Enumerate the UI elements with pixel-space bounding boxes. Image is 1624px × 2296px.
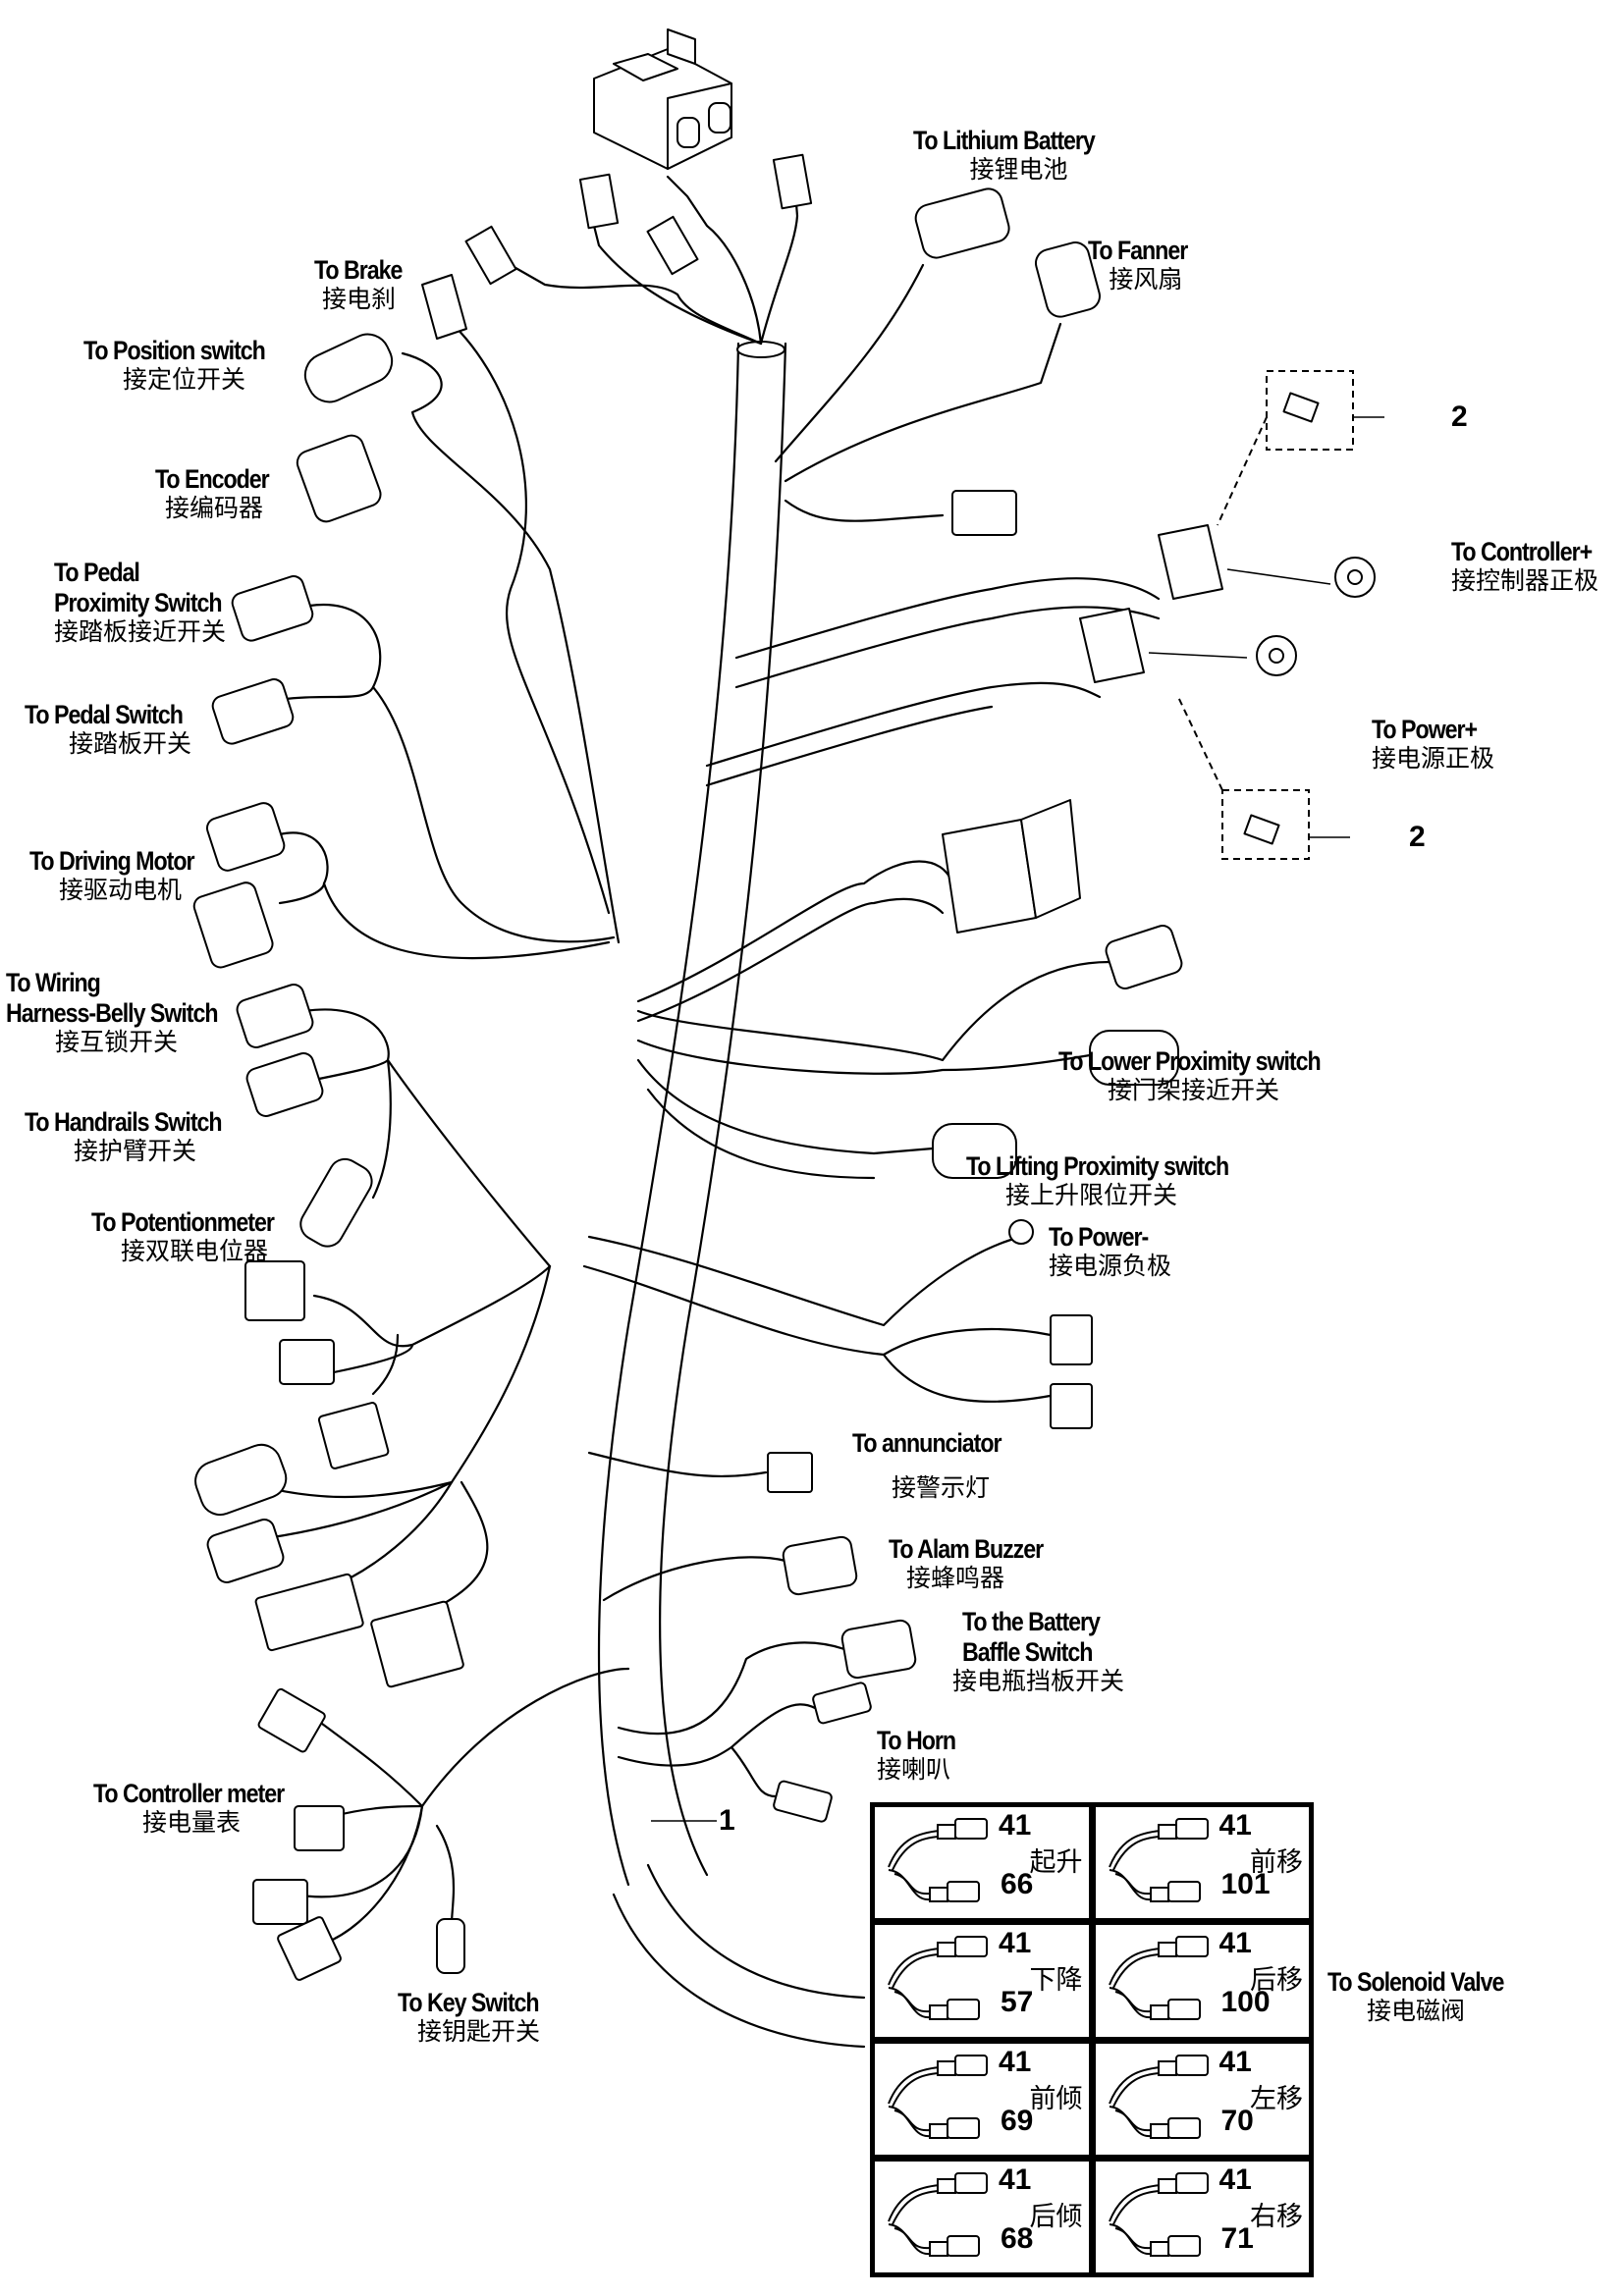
wire-number-top: 41 xyxy=(1218,2163,1252,2196)
valve-function: 起升 xyxy=(1029,1847,1083,1878)
wire-number-bottom: 57 xyxy=(1001,1986,1034,2019)
top-terminals xyxy=(464,153,813,346)
valve-function: 前移 xyxy=(1250,1847,1303,1878)
label-battery-baffle: To the Battery Baffle Switch 接电瓶挡板开关 xyxy=(952,1607,1125,1696)
terminal-pair-icon xyxy=(888,2054,988,2139)
label-fanner: To Fanner 接风扇 xyxy=(1088,236,1188,294)
wire-number-bottom: 100 xyxy=(1220,1986,1271,2019)
wire-number-bottom: 101 xyxy=(1220,1868,1271,1900)
terminal-pair-icon xyxy=(1108,2054,1209,2139)
label-pedal-proximity: To Pedal Proximity Switch 接踏板接近开关 xyxy=(54,558,227,647)
valve-function: 前倾 xyxy=(1029,2083,1083,2114)
valve-function: 下降 xyxy=(1029,1965,1083,1997)
label-solenoid-valve: To Solenoid Valve 接电磁阀 xyxy=(1327,1967,1504,2026)
wire-number-bottom: 71 xyxy=(1220,2221,1254,2255)
label-power-minus: To Power- 接电源负极 xyxy=(1049,1222,1172,1281)
wire-number-top: 41 xyxy=(1218,2045,1252,2078)
wire-number-top: 41 xyxy=(999,2163,1032,2196)
wire-number-bottom: 66 xyxy=(1001,1868,1034,1900)
terminal-pair-icon xyxy=(1108,1936,1209,2021)
label-lower-proximity: To Lower Proximity switch 接门架接近开关 xyxy=(1058,1046,1322,1105)
callout-harness-1: 1 xyxy=(719,1804,735,1837)
label-lifting-proximity: To Lifting Proximity switch 接上升限位开关 xyxy=(966,1151,1229,1210)
label-pedal-switch: To Pedal Switch 接踏板开关 xyxy=(25,700,192,759)
terminal-pair-icon xyxy=(888,1818,988,1902)
label-potentiometer: To Potentionmeter 接双联电位器 xyxy=(91,1207,275,1266)
label-position-switch: To Position switch 接定位开关 xyxy=(83,336,266,395)
label-driving-motor: To Driving Motor 接驱动电机 xyxy=(29,846,195,905)
callout-fuse-bottom-2: 2 xyxy=(1409,821,1426,853)
valve-function: 后倾 xyxy=(1029,2201,1083,2232)
label-power-plus: To Power+ 接电源正极 xyxy=(1372,715,1495,774)
callout-fuse-top-2: 2 xyxy=(1451,400,1468,433)
right-branches xyxy=(582,187,1384,1823)
label-controller-plus: To Controller+ 接控制器正极 xyxy=(1451,537,1599,596)
terminal-pair-icon xyxy=(1108,1818,1209,1902)
valve-function: 后移 xyxy=(1250,1965,1303,1997)
label-handrails-switch: To Handrails Switch 接护臂开关 xyxy=(25,1107,223,1166)
contactor-icon xyxy=(593,28,732,170)
valve-function: 右移 xyxy=(1250,2201,1303,2232)
label-annunciator: To annunciator 接警示灯 xyxy=(852,1428,1002,1503)
wire-number-top: 41 xyxy=(1218,1809,1252,1842)
label-belly-switch: To Wiring Harness-Belly Switch 接互锁开关 xyxy=(6,968,219,1057)
label-horn: To Horn 接喇叭 xyxy=(877,1726,956,1785)
wire-number-bottom: 70 xyxy=(1220,2104,1254,2137)
wire-number-bottom: 68 xyxy=(1001,2221,1034,2255)
valve-function: 左移 xyxy=(1250,2083,1303,2114)
main-trunk xyxy=(597,341,866,2049)
wire-number-top: 41 xyxy=(1218,1927,1252,1960)
terminal-pair-icon xyxy=(888,2171,988,2257)
terminal-pair-icon xyxy=(1108,2171,1209,2257)
label-encoder: To Encoder 接编码器 xyxy=(155,464,270,523)
wire-number-top: 41 xyxy=(999,2045,1032,2078)
label-controller-meter: To Controller meter 接电量表 xyxy=(93,1779,285,1838)
label-alarm-buzzer: To Alam Buzzer 接蜂鸣器 xyxy=(889,1534,1044,1593)
wire-number-bottom: 69 xyxy=(1001,2104,1034,2137)
label-brake: To Brake 接电刹 xyxy=(314,255,403,314)
left-branches xyxy=(192,274,630,1981)
label-lithium-battery: To Lithium Battery 接锂电池 xyxy=(913,126,1096,185)
wire-number-top: 41 xyxy=(999,1809,1032,1842)
label-key-switch: To Key Switch 接钥匙开关 xyxy=(398,1988,541,2047)
terminal-pair-icon xyxy=(888,1936,988,2021)
wire-number-top: 41 xyxy=(999,1927,1032,1960)
